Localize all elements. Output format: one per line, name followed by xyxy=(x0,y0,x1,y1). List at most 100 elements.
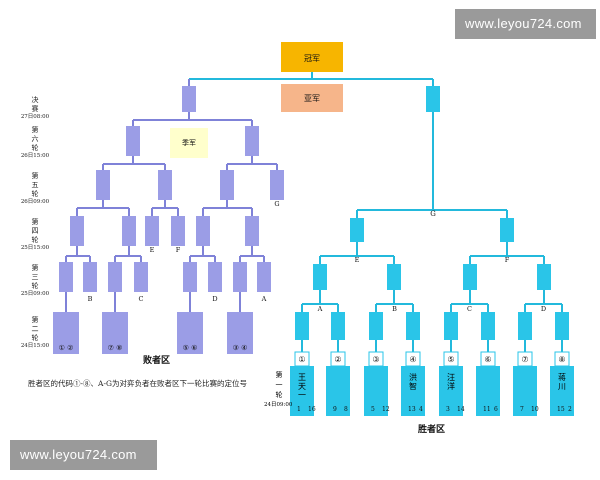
winner-semi-box xyxy=(350,218,364,242)
final-loser-box xyxy=(182,86,196,112)
winner-r2-box xyxy=(481,312,495,340)
letter-B: B xyxy=(392,305,397,313)
letter-D: D xyxy=(212,295,217,303)
winner-qf-box xyxy=(537,264,551,290)
letter-C: C xyxy=(467,305,472,313)
round1-box xyxy=(439,366,463,416)
seed-number: 5 xyxy=(371,406,375,413)
round-name: 第 五 轮 xyxy=(31,172,39,198)
champion-box xyxy=(281,42,343,72)
seed-number: 13 xyxy=(408,406,416,413)
seed-number: 11 xyxy=(483,406,491,413)
letter-B: B xyxy=(88,295,93,303)
round1-box xyxy=(513,366,537,416)
runner-up-label: 亚军 xyxy=(304,94,320,103)
loser-r6-box xyxy=(245,126,259,156)
winner-r2-box xyxy=(331,312,345,340)
loser-r4-box xyxy=(145,216,159,246)
loser-r3-box xyxy=(108,262,122,292)
winner-r2-box xyxy=(295,312,309,340)
round1-box xyxy=(401,366,425,416)
loser-r2-codes: ⑦ ⑧ xyxy=(108,344,123,352)
seed-number: 2 xyxy=(568,406,572,413)
loser-r5-box xyxy=(270,170,284,200)
final-winner-box xyxy=(426,86,440,112)
winner-r2-box xyxy=(369,312,383,340)
round-name: 第 二 轮 xyxy=(31,316,39,342)
loser-r2-box xyxy=(227,312,253,354)
runner-up-box xyxy=(281,84,343,112)
letter-E: E xyxy=(355,256,360,264)
winner-r2-box xyxy=(406,312,420,340)
winners-zone-label: 胜者区 xyxy=(418,425,446,435)
loser-r6-box xyxy=(126,126,140,156)
winner-qf-box xyxy=(313,264,327,290)
letter-D: D xyxy=(541,305,546,313)
player-name: 川 xyxy=(558,382,566,391)
loser-r3-box xyxy=(233,262,247,292)
slot-code: ② xyxy=(334,355,341,364)
seed-number: 1 xyxy=(297,406,301,413)
winner-qf-box xyxy=(463,264,477,290)
seed-number: 6 xyxy=(494,406,498,413)
seed-number: 4 xyxy=(419,406,423,413)
seed-number: 7 xyxy=(520,406,524,413)
round-time: 24日09:00 xyxy=(264,402,293,408)
round-time: 24日15:00 xyxy=(20,343,50,349)
loser-r2-box xyxy=(53,312,79,354)
loser-r2-codes: ③ ④ xyxy=(233,344,248,352)
watermark-top: www.leyou724.com xyxy=(455,9,596,39)
round1-box xyxy=(550,366,574,416)
round-time: 26日15:00 xyxy=(20,153,50,159)
loser-r4-box xyxy=(171,216,185,246)
round1-box xyxy=(476,366,500,416)
loser-r2-codes: ① ② xyxy=(59,344,74,352)
seed-number: 9 xyxy=(333,406,337,413)
loser-r2-codes: ⑤ ⑥ xyxy=(183,344,198,352)
slot-code: ⑤ xyxy=(447,355,454,364)
round1-box xyxy=(364,366,388,416)
loser-r3-box xyxy=(208,262,222,292)
round1-label: 第 一 轮 24日09:00 xyxy=(264,370,292,410)
slot-code: ⑦ xyxy=(521,355,528,364)
loser-r2-box xyxy=(102,312,128,354)
watermark-bottom: www.leyou724.com xyxy=(10,440,157,470)
loser-r5-box xyxy=(158,170,172,200)
legend-note: 胜者区的代码①-⑧、A-G为对弈负者在败者区下一轮比赛的定位号 xyxy=(28,379,247,388)
losers-zone-label: 败者区 xyxy=(143,356,171,366)
round-time: 26日09:00 xyxy=(20,199,50,205)
slot-code: ④ xyxy=(409,355,416,364)
winner-r2-box xyxy=(555,312,569,340)
player-name: 汪 xyxy=(447,373,455,382)
loser-r5-box xyxy=(220,170,234,200)
round-time: 25日15:00 xyxy=(20,245,50,251)
seed-number: 16 xyxy=(308,406,316,413)
seed-number: 8 xyxy=(344,406,348,413)
player-name: 蒋 xyxy=(558,372,566,382)
seed-number: 12 xyxy=(382,406,390,413)
round1-box xyxy=(290,366,314,416)
letter-G: G xyxy=(274,200,279,208)
third-place-label: 季军 xyxy=(182,138,196,147)
slot-code: ③ xyxy=(372,355,379,364)
loser-r3-box xyxy=(257,262,271,292)
loser-r4-box xyxy=(122,216,136,246)
seed-number: 15 xyxy=(557,406,565,413)
slot-code: ⑧ xyxy=(558,355,565,364)
letter-G: G xyxy=(430,210,436,218)
player-name: 洪 xyxy=(409,372,417,382)
round1-box xyxy=(326,366,350,416)
letter-C: C xyxy=(139,295,144,303)
round-name: 第 一 轮 xyxy=(275,371,283,399)
letter-A: A xyxy=(317,305,323,313)
loser-r4-box xyxy=(245,216,259,246)
player-name: 天 xyxy=(298,382,306,391)
loser-r3-box xyxy=(83,262,97,292)
winner-r2-box xyxy=(444,312,458,340)
